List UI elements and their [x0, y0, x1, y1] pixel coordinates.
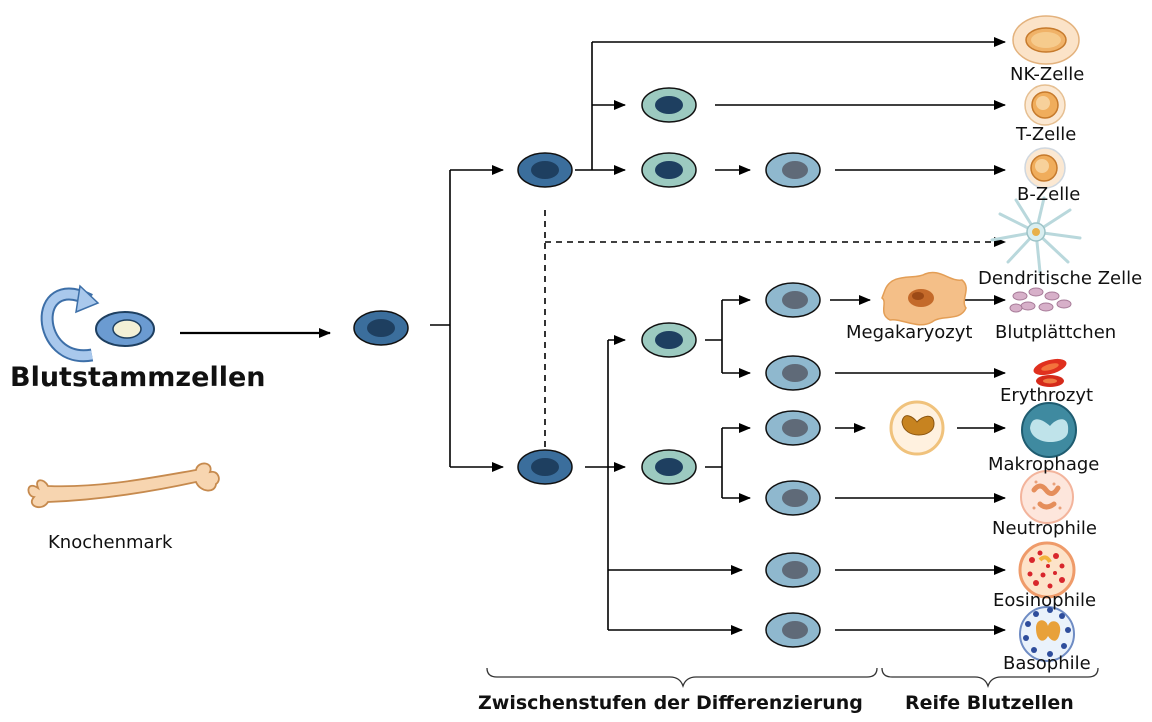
b-cell-label: B-Zelle — [1017, 184, 1081, 205]
b-precursor-cell — [765, 152, 821, 188]
megakaryocyte-label: Megakaryozyt — [846, 322, 973, 343]
stem-cell-group — [40, 284, 155, 363]
erythrocyte-precursor-cell — [765, 355, 821, 391]
neutrophil-label: Neutrophile — [992, 518, 1097, 539]
platelets-label: Blutplättchen — [995, 322, 1117, 343]
intermediate-cells — [353, 87, 821, 648]
bone-icon — [27, 462, 220, 509]
mep-cell — [641, 322, 697, 358]
platelets-icon — [1009, 287, 1072, 313]
mature-cells — [881, 15, 1082, 662]
erythrocyte-label: Erythrozyt — [1000, 385, 1094, 406]
nk-cell-icon — [1012, 15, 1080, 65]
basophil-icon — [1019, 606, 1075, 662]
erythrocyte-icon — [1033, 358, 1067, 387]
dendritic-cell-icon — [990, 196, 1082, 274]
brace-mature — [881, 667, 1099, 689]
megakaryocyte-icon — [881, 271, 967, 326]
stem-cell-title: Blutstammzellen — [10, 362, 266, 393]
gmp-cell — [641, 449, 697, 485]
eosinophil-icon — [1018, 541, 1076, 599]
t-cell-icon — [1024, 84, 1066, 126]
nk-cell-label: NK-Zelle — [1010, 64, 1085, 85]
intermediate-stages-label: Zwischenstufen der Differenzierung — [478, 692, 863, 714]
eosinophil-precursor-cell — [765, 552, 821, 588]
dendritic-cell-label: Dendritische Zelle — [978, 268, 1143, 289]
megakaryocyte-precursor-cell — [765, 282, 821, 318]
monocyte-precursor-cell — [765, 410, 821, 446]
monocyte-icon — [889, 400, 945, 456]
stem-cell-nucleus — [112, 319, 142, 339]
brace-intermediate — [486, 667, 878, 689]
basophil-precursor-cell — [765, 612, 821, 648]
hsc-cell — [353, 310, 409, 346]
b-progenitor-cell — [641, 152, 697, 188]
connector-lines — [180, 37, 1006, 635]
footer-braces — [486, 667, 1099, 689]
macrophage-label: Makrophage — [988, 454, 1100, 475]
bone-marrow-label: Knochenmark — [48, 532, 173, 553]
mature-cells-label: Reife Blutzellen — [905, 692, 1074, 714]
macrophage-icon — [1021, 402, 1077, 458]
neutrophil-icon — [1020, 470, 1074, 524]
neutrophil-precursor-cell — [765, 480, 821, 516]
basophil-label: Basophile — [1003, 653, 1091, 674]
myeloid-progenitor-cell — [517, 449, 573, 485]
b-cell-icon — [1024, 147, 1066, 189]
t-cell-label: T-Zelle — [1016, 124, 1077, 145]
t-progenitor-cell — [641, 87, 697, 123]
eosinophil-label: Eosinophile — [993, 590, 1097, 611]
lymphoid-progenitor-cell — [517, 152, 573, 188]
